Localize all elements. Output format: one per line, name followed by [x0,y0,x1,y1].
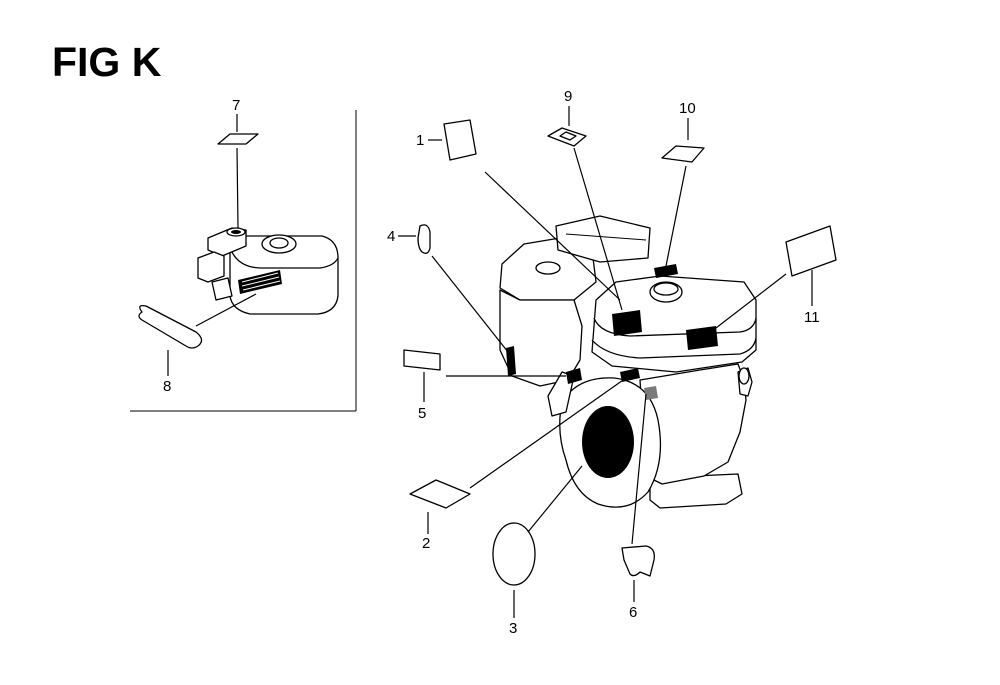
engine-drawing [499,215,757,509]
part-6-tag [621,545,655,577]
leader-11 [715,273,787,329]
fuel-tank-inset-drawing [197,227,339,315]
part-11-label [785,225,837,277]
part-4-tag [417,224,431,254]
part-3-round-label [492,522,536,586]
part-9-label [547,127,587,147]
callout-1: 1 [416,132,424,149]
callout-8: 8 [163,378,171,395]
callout-3: 3 [509,620,517,637]
leader-10 [665,165,687,267]
leader-9 [573,147,623,311]
leader-7 [236,147,239,229]
inset-frame [130,110,357,412]
part-2-label [409,479,471,509]
figure-title: FIG K [52,39,162,85]
leader-6 [631,393,647,545]
leader-4 [431,255,509,353]
callout-6: 6 [629,604,637,621]
callout-4: 4 [387,228,395,245]
callout-5: 5 [418,405,426,422]
leader-1 [484,171,621,301]
callout-7: 7 [232,97,240,114]
part-10-label [661,145,705,163]
callout-11: 11 [804,309,820,326]
callout-2: 2 [422,535,430,552]
leader-3 [527,465,583,533]
part-7-cap-label [217,133,259,145]
callout-10: 10 [679,100,696,117]
part-5-label [403,349,441,371]
leader-2 [469,377,627,489]
callout-9: 9 [564,88,572,105]
leader-8 [195,293,257,327]
part-1-label [443,119,477,161]
part-8-oval-label [138,304,203,349]
